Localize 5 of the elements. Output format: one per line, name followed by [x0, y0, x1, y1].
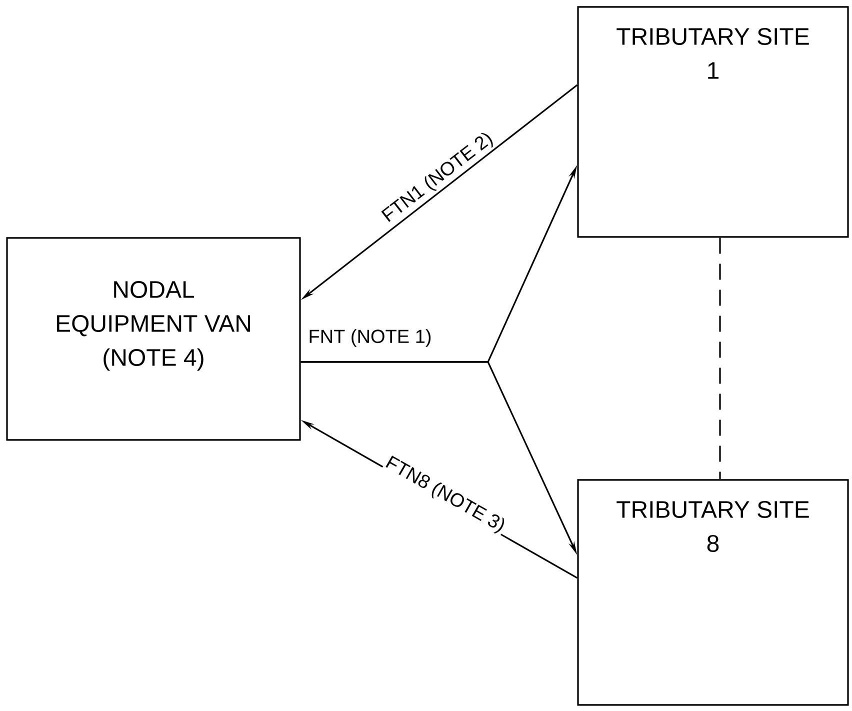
van-box: NODAL EQUIPMENT VAN (NOTE 4) — [6, 237, 301, 441]
edge-label: FNT (NOTE 1) — [307, 328, 433, 348]
site-box: TRIBUTARY SITE 1 — [577, 6, 849, 238]
dashed-line — [719, 238, 721, 480]
site-box: TRIBUTARY SITE 8 — [577, 479, 849, 706]
